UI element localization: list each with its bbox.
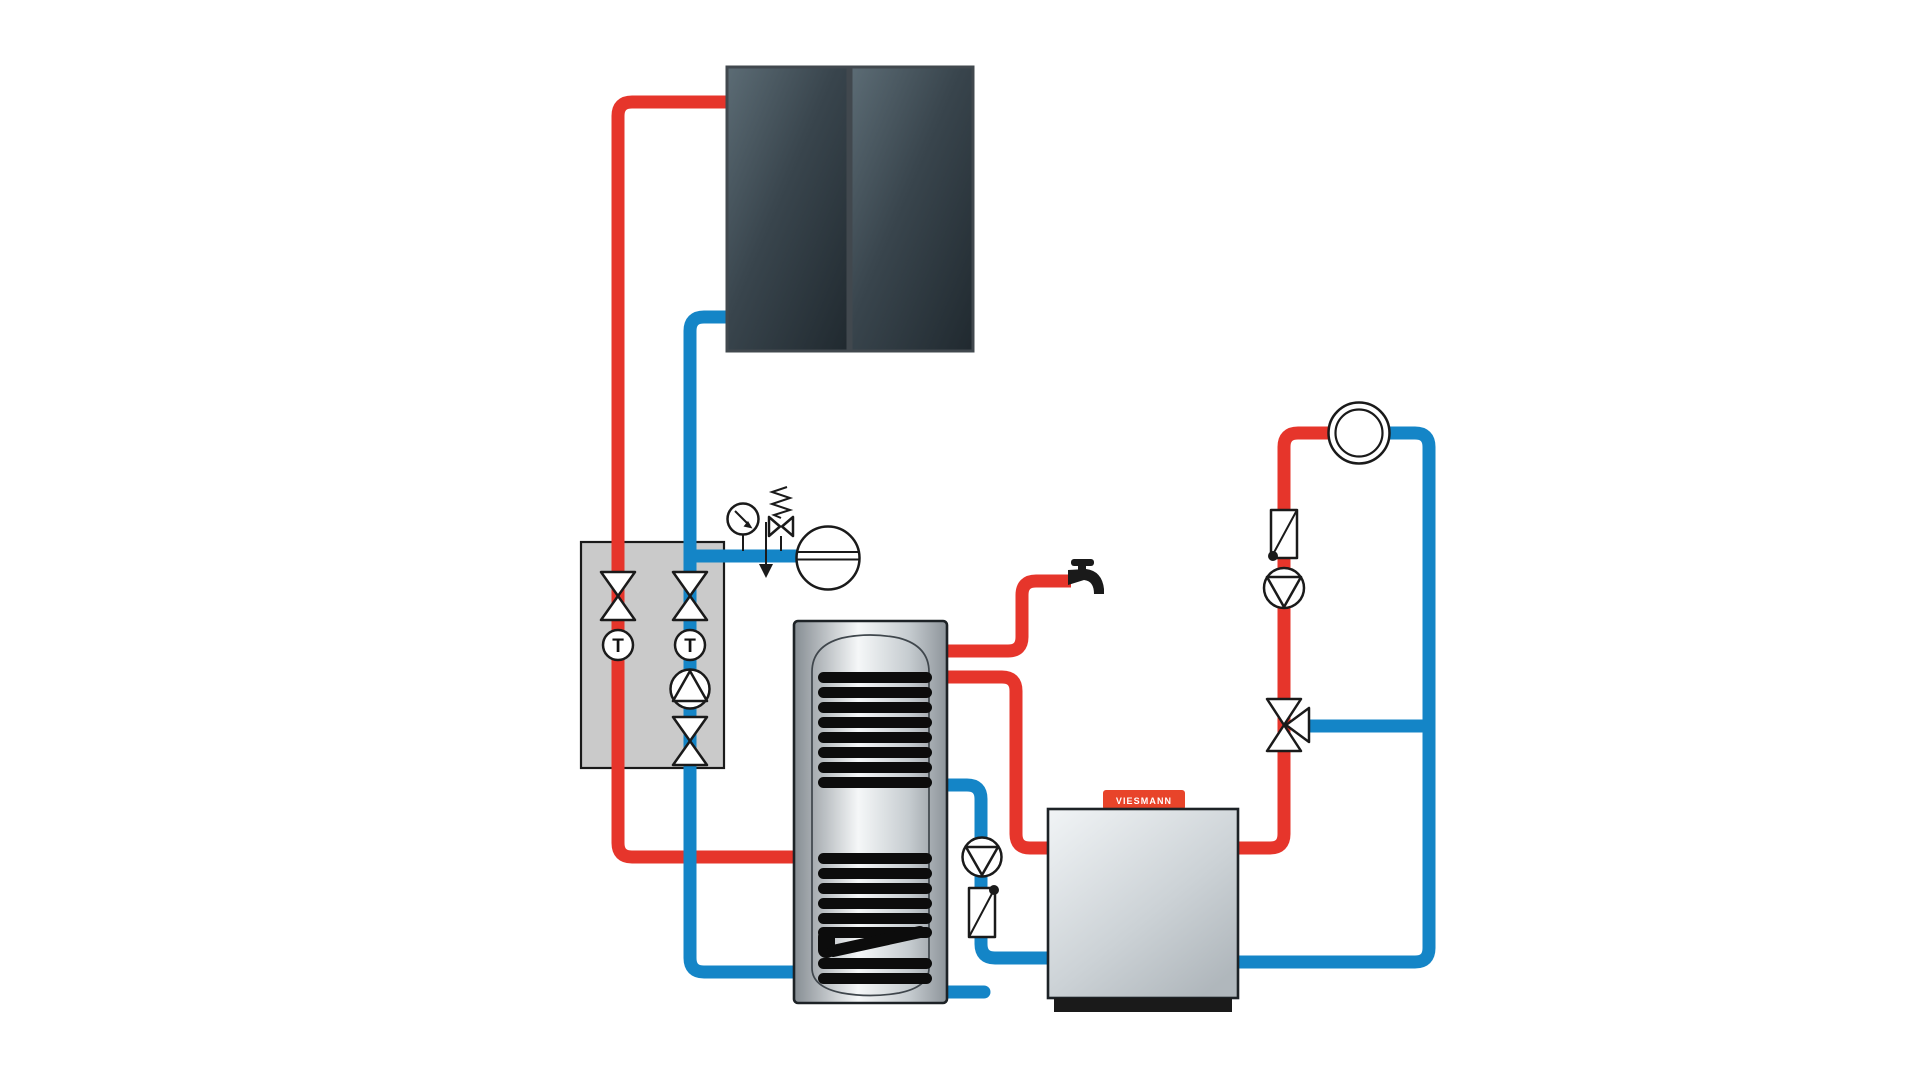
pipe-boiler-to-tank-coil-hot — [946, 670, 1052, 855]
heating-pump-icon — [1262, 566, 1306, 610]
pipe-dhw-to-tap-hot — [946, 574, 1071, 658]
safety-valve-icon — [759, 486, 795, 578]
coil-bar — [818, 702, 932, 713]
solar-collector — [725, 65, 975, 353]
storage-tank — [792, 619, 949, 1005]
coil-bar — [818, 853, 932, 864]
shutoff-valve-icon-hot — [599, 570, 637, 622]
coil-bar — [818, 777, 932, 788]
coil-bar — [818, 732, 932, 743]
thermometer-icon-cold: T — [673, 628, 707, 662]
pipe-boiler-to-radiator-hot — [1236, 426, 1330, 855]
solar-collector-panel-left — [725, 65, 850, 353]
tank-lower-coil — [818, 853, 932, 984]
boiler-body — [1046, 807, 1240, 1000]
boiler: VIESMANN — [1046, 790, 1240, 1012]
coil-bar — [818, 762, 932, 773]
shutoff-valve-icon-cold-upper — [671, 570, 709, 622]
tank-upper-coil — [818, 672, 932, 788]
check-valve-icon-tank — [967, 885, 999, 939]
expansion-vessel-icon — [795, 525, 861, 591]
thermometer-label-hot: T — [612, 636, 624, 657]
pressure-gauge-icon — [726, 502, 760, 551]
hot-water-tap-icon — [1068, 559, 1104, 594]
solar-pump-icon — [669, 668, 711, 710]
check-valve-icon-heating — [1268, 508, 1299, 561]
coil-bar — [818, 687, 932, 698]
coil-bar — [818, 883, 932, 894]
thermometer-label-cold: T — [684, 636, 696, 657]
viessmann-logo — [1103, 790, 1185, 810]
coil-bar — [818, 747, 932, 758]
coil-bar — [818, 973, 932, 984]
coil-bar — [818, 717, 932, 728]
three-way-mixing-valve-icon — [1265, 697, 1311, 753]
coil-bar — [818, 958, 932, 969]
tank-inner-outline — [811, 634, 930, 997]
viessmann-logo-label: VIESMANN — [1116, 796, 1172, 806]
coil-bar — [818, 672, 932, 683]
coil-bar — [818, 913, 932, 924]
thermometer-icon-hot: T — [601, 628, 635, 662]
coil-bar — [818, 898, 932, 909]
pipes — [611, 95, 1436, 999]
pipe-radiator-return-cold — [1236, 426, 1436, 969]
tank-loading-pump-icon — [961, 836, 1003, 878]
coil-bar — [818, 868, 932, 879]
pipe-tank-to-boiler-cold — [946, 778, 1052, 965]
shutoff-valve-icon-cold-lower — [671, 715, 709, 767]
boiler-plinth — [1054, 998, 1232, 1012]
pipe-solar-flow-hot — [611, 95, 796, 864]
radiator-icon — [1327, 401, 1391, 465]
coil-diagonal — [827, 926, 926, 957]
solar-collector-panel-right — [849, 65, 975, 353]
